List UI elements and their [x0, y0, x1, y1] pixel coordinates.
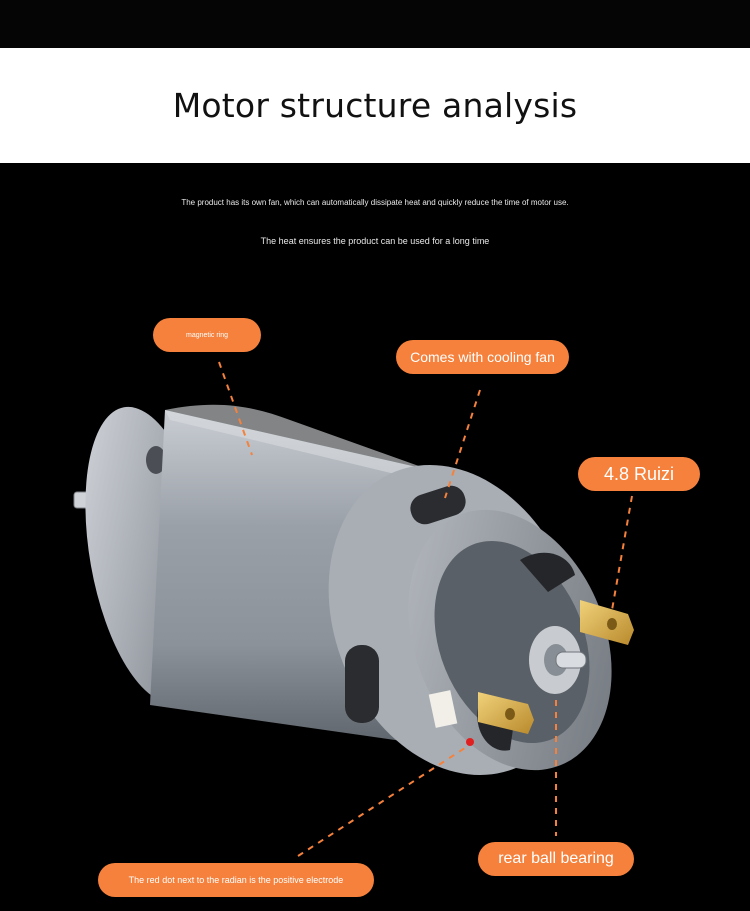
label-red-dot-positive: The red dot next to the radian is the po… [98, 863, 374, 897]
description-line-2: The heat ensures the product can be used… [260, 236, 490, 246]
page-title: Motor structure analysis [172, 86, 578, 125]
label-cooling-fan: Comes with cooling fan [396, 340, 569, 374]
label-rear-ball-bearing: rear ball bearing [478, 842, 634, 876]
description-line-1: The product has its own fan, which can a… [181, 198, 569, 207]
title-band: Motor structure analysis [0, 48, 750, 163]
top-strip [0, 0, 750, 48]
label-magnetic-ring: magnetic ring [153, 318, 261, 352]
label-ruizi: 4.8 Ruizi [578, 457, 700, 491]
